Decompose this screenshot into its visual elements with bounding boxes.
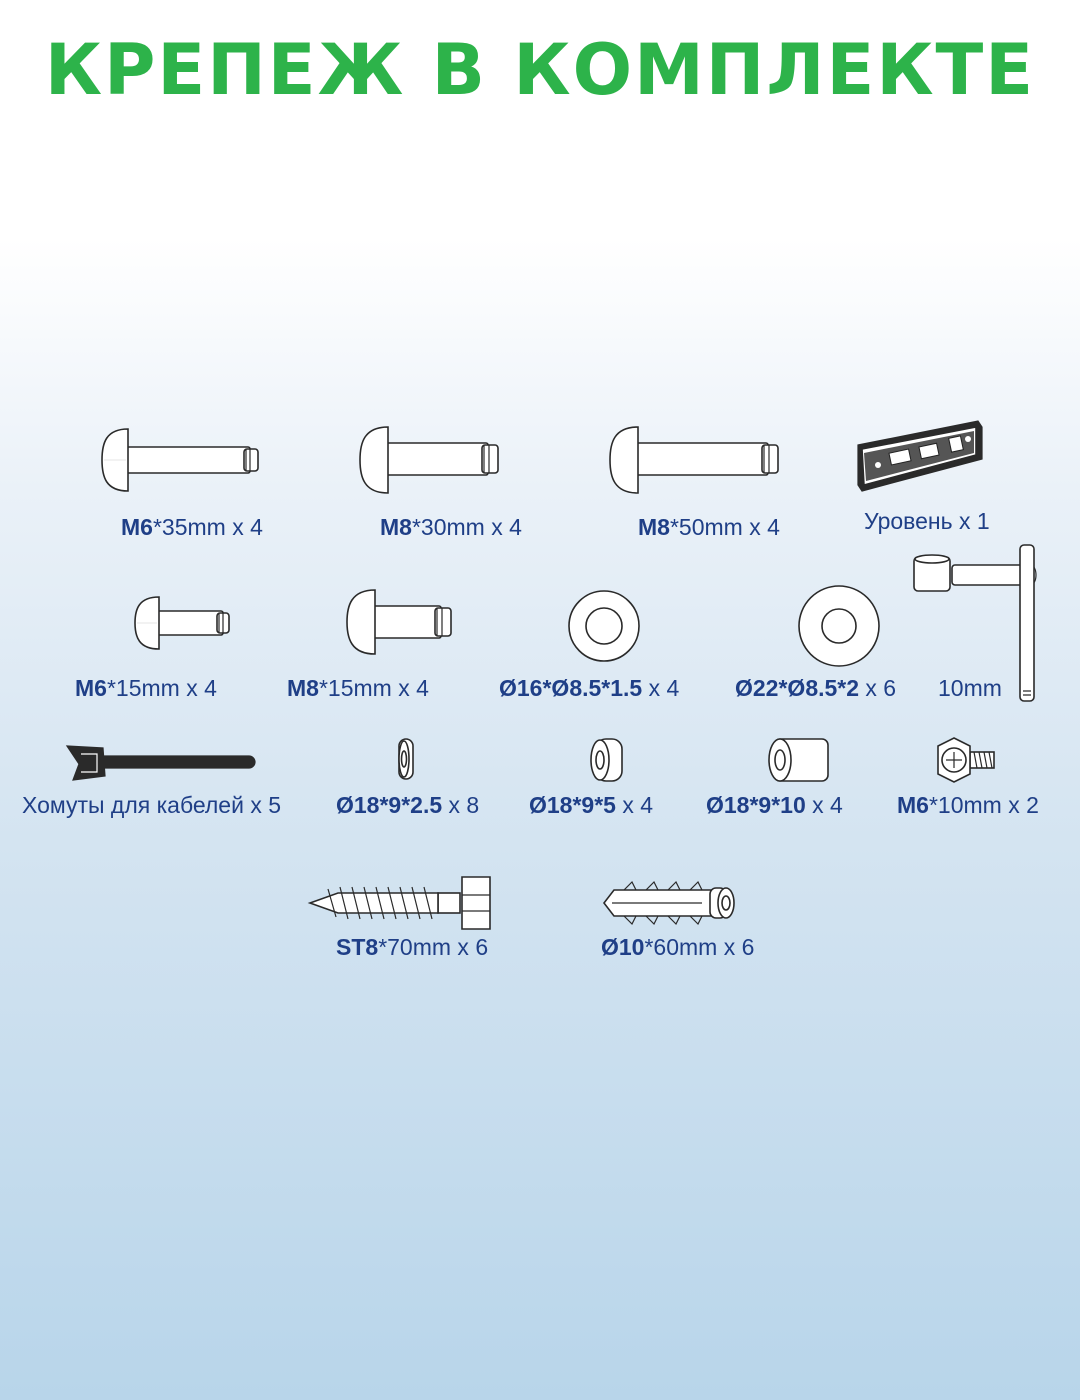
cable-tie-icon — [63, 742, 258, 784]
part-label-cable-ties: Хомуты для кабелей x 5 — [22, 792, 282, 818]
part-label-m8-50: M8*50mm x 4 — [638, 514, 780, 540]
pan-head-bolt-icon — [608, 425, 783, 495]
pan-head-bolt-icon — [100, 425, 265, 495]
part-label-m6-10: M6*10mm x 2 — [897, 792, 1039, 818]
part-label-washer-16: Ø16*Ø8.5*1.5 x 4 — [499, 675, 680, 701]
part-label-m6-35: M6*35mm x 4 — [121, 514, 263, 540]
pan-head-bolt-icon — [358, 425, 503, 495]
spirit-level-icon — [850, 415, 990, 495]
part-label-washer-22: Ø22*Ø8.5*2 x 6 — [735, 675, 897, 701]
pan-head-bolt-icon — [133, 595, 233, 651]
pan-head-bolt-icon — [345, 588, 455, 656]
spacer-icon — [766, 737, 832, 783]
part-label-level: Уровень x 1 — [864, 508, 990, 534]
part-label-m8-30: M8*30mm x 4 — [380, 514, 522, 540]
washer-icon — [796, 583, 882, 669]
part-label-anchor: Ø10*60mm x 6 — [601, 934, 755, 960]
part-label-spacer-2-5: Ø18*9*2.5 x 8 — [336, 792, 480, 818]
lag-screw-icon — [307, 875, 493, 931]
part-label-st8-70: ST8*70mm x 6 — [336, 934, 489, 960]
wall-anchor-icon — [602, 878, 737, 928]
part-label-m6-15: M6*15mm x 4 — [75, 675, 217, 701]
page-title: КРЕПЕЖ В КОМПЛЕКТЕ — [44, 29, 1036, 111]
part-label-spacer-10: Ø18*9*10 x 4 — [706, 792, 843, 818]
hex-bolt-icon — [934, 736, 1000, 784]
part-label-wrench: 10mm — [938, 675, 1002, 701]
part-label-m8-15: M8*15mm x 4 — [287, 675, 429, 701]
spacer-icon — [588, 737, 626, 783]
washer-icon — [566, 588, 642, 664]
socket-wrench-icon — [910, 543, 1050, 705]
spacer-icon — [395, 737, 417, 781]
part-label-spacer-5: Ø18*9*5 x 4 — [529, 792, 654, 818]
